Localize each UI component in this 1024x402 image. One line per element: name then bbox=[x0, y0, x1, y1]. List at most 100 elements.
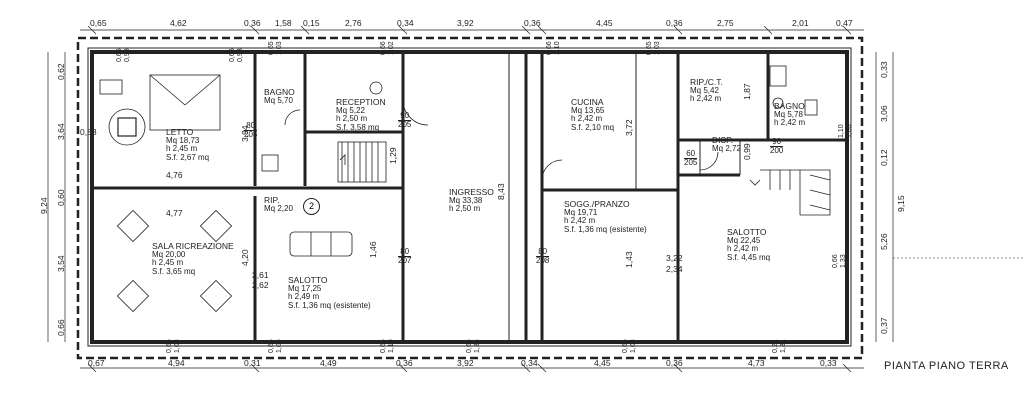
room-area: Mq 19,71 bbox=[564, 207, 598, 217]
window-label: 0,98 bbox=[237, 48, 244, 62]
dim-inner: 2,62 bbox=[252, 280, 269, 290]
room-height: h 2,50 m bbox=[336, 114, 368, 124]
window-label: 0,66 bbox=[166, 339, 173, 353]
tables-sala bbox=[116, 209, 233, 313]
room-area: Mq 5,22 bbox=[336, 105, 365, 115]
room-height: h 2,49 m bbox=[288, 292, 320, 302]
window-label: 0,66 bbox=[832, 254, 839, 268]
dim-bottom: 4,94 bbox=[168, 358, 185, 368]
dim-inner: 4,77 bbox=[166, 208, 183, 218]
room-sf: S.f. 3,58 mq bbox=[336, 122, 380, 132]
room-name: RIP. bbox=[264, 195, 280, 205]
outer-boundary bbox=[76, 36, 864, 360]
window-label: 0,66 bbox=[380, 41, 387, 55]
window-label: 0,66 bbox=[622, 339, 629, 353]
room-area: Mq 20,00 bbox=[152, 249, 186, 259]
room-name: BAGNO bbox=[774, 101, 805, 111]
dim-inner: 4,76 bbox=[166, 170, 183, 180]
dim-bottom: 0,34 bbox=[521, 358, 538, 368]
room-height: h 2,42 m bbox=[774, 118, 806, 128]
window-label: 1,31 bbox=[780, 339, 787, 353]
bottom-ticks bbox=[87, 363, 852, 373]
room-sf: S.f. 3,65 mq bbox=[152, 266, 196, 276]
window-label: 0,65 bbox=[646, 41, 653, 55]
window-label: 0,66 bbox=[116, 48, 123, 62]
room-name: RIP./C.T. bbox=[690, 77, 723, 87]
window-label: 0,66 bbox=[466, 339, 473, 353]
dim-right: 0,12 bbox=[879, 149, 889, 166]
dim-top: 0,15 bbox=[303, 18, 320, 28]
room-height: h 2,42 m bbox=[564, 216, 596, 226]
window-label: 1,33 bbox=[474, 339, 481, 353]
room-height: h 2,42 m bbox=[690, 94, 722, 104]
window-label: 1,03 bbox=[630, 339, 637, 353]
room-sala-ricreazione: SALA RICREAZIONE Mq 20,00 h 2,45 m S.f. … bbox=[152, 242, 234, 276]
window-label: 1,03 bbox=[174, 339, 181, 353]
dim-top: 0,36 bbox=[666, 18, 683, 28]
dim-top: 2,76 bbox=[345, 18, 362, 28]
room-area: Mq 17,25 bbox=[288, 283, 322, 293]
room-area: Mq 13,65 bbox=[571, 105, 605, 115]
room-height: h 2,42 m bbox=[571, 114, 603, 124]
window-label: 1,33 bbox=[840, 254, 847, 268]
room-number-badge: 2 bbox=[303, 198, 320, 215]
window-label: 1,03 bbox=[276, 41, 283, 55]
room-sogg-pranzo: SOGG./PRANZO Mq 19,71 h 2,42 m S.f. 1,36… bbox=[564, 200, 647, 234]
room-name: DISP. bbox=[712, 135, 734, 145]
dim-left: 0,60 bbox=[56, 189, 66, 206]
room-area: Mq 33,38 bbox=[449, 195, 483, 205]
dim-left: 3,54 bbox=[56, 255, 66, 272]
dim-top: 0,36 bbox=[524, 18, 541, 28]
stairs-reception bbox=[337, 141, 387, 183]
bed bbox=[99, 74, 221, 131]
window-label: 0,66 bbox=[380, 339, 387, 353]
dim-inner: 1,29 bbox=[388, 147, 398, 164]
dim-top: 4,45 bbox=[596, 18, 613, 28]
room-sf: S.f. 1,36 mq (esistente) bbox=[288, 300, 371, 310]
room-name: SALOTTO bbox=[288, 275, 328, 285]
room-name: SALA RICREAZIONE bbox=[152, 241, 234, 251]
dim-bottom: 0,36 bbox=[666, 358, 683, 368]
dim-inner: 3,72 bbox=[624, 119, 634, 136]
dim-right: 0,37 bbox=[879, 317, 889, 334]
room-salotto-2: SALOTTO Mq 22,45 h 2,42 m S.f. 4,45 mq bbox=[727, 228, 770, 262]
dim-right: 3,06 bbox=[879, 105, 889, 122]
room-height: h 2,45 m bbox=[166, 144, 198, 154]
window-label: 0,66 bbox=[229, 48, 236, 62]
window-label: 1,10 bbox=[388, 339, 395, 353]
room-sf: S.f. 4,45 mq bbox=[727, 252, 771, 262]
stairs-salotto bbox=[749, 169, 831, 216]
room-bagno: BAGNO Mq 5,70 bbox=[264, 88, 295, 105]
window-label: 1,10 bbox=[838, 124, 845, 138]
dim-bottom: 0,33 bbox=[820, 358, 837, 368]
round-table-bedroom bbox=[108, 108, 146, 146]
dim-top: 3,92 bbox=[457, 18, 474, 28]
room-reception: RECEPTION Mq 5,22 h 2,50 m S.f. 3,58 mq bbox=[336, 98, 386, 132]
dim-left: 3,64 bbox=[56, 123, 66, 140]
room-bagno-2: BAGNO Mq 5,78 h 2,42 m bbox=[774, 102, 805, 128]
room-name: LETTO bbox=[166, 127, 194, 137]
window-label: 0,66 bbox=[546, 41, 553, 55]
dim-top: 1,58 bbox=[275, 18, 292, 28]
door-swings bbox=[284, 99, 719, 181]
room-ingresso: INGRESSO Mq 33,38 h 2,50 m bbox=[449, 188, 494, 214]
room-area: Mq 5,42 bbox=[690, 85, 719, 95]
room-name: SALOTTO bbox=[727, 227, 767, 237]
dim-left: 0,66 bbox=[56, 319, 66, 336]
dim-bottom: 3,92 bbox=[457, 358, 474, 368]
window-label: 0,66 bbox=[268, 339, 275, 353]
room-name: INGRESSO bbox=[449, 187, 494, 197]
room-rip-ct: RIP./C.T. Mq 5,42 h 2,42 m bbox=[690, 78, 723, 104]
room-area: Mq 2,20 bbox=[264, 203, 293, 213]
window-label: 0,21 bbox=[772, 339, 779, 353]
dim-top: 0,36 bbox=[244, 18, 261, 28]
top-ticks bbox=[87, 25, 852, 35]
room-name: CUCINA bbox=[571, 97, 604, 107]
room-height: h 2,42 m bbox=[727, 244, 759, 254]
room-name: BAGNO bbox=[264, 87, 295, 97]
dim-bottom: 4,45 bbox=[594, 358, 611, 368]
